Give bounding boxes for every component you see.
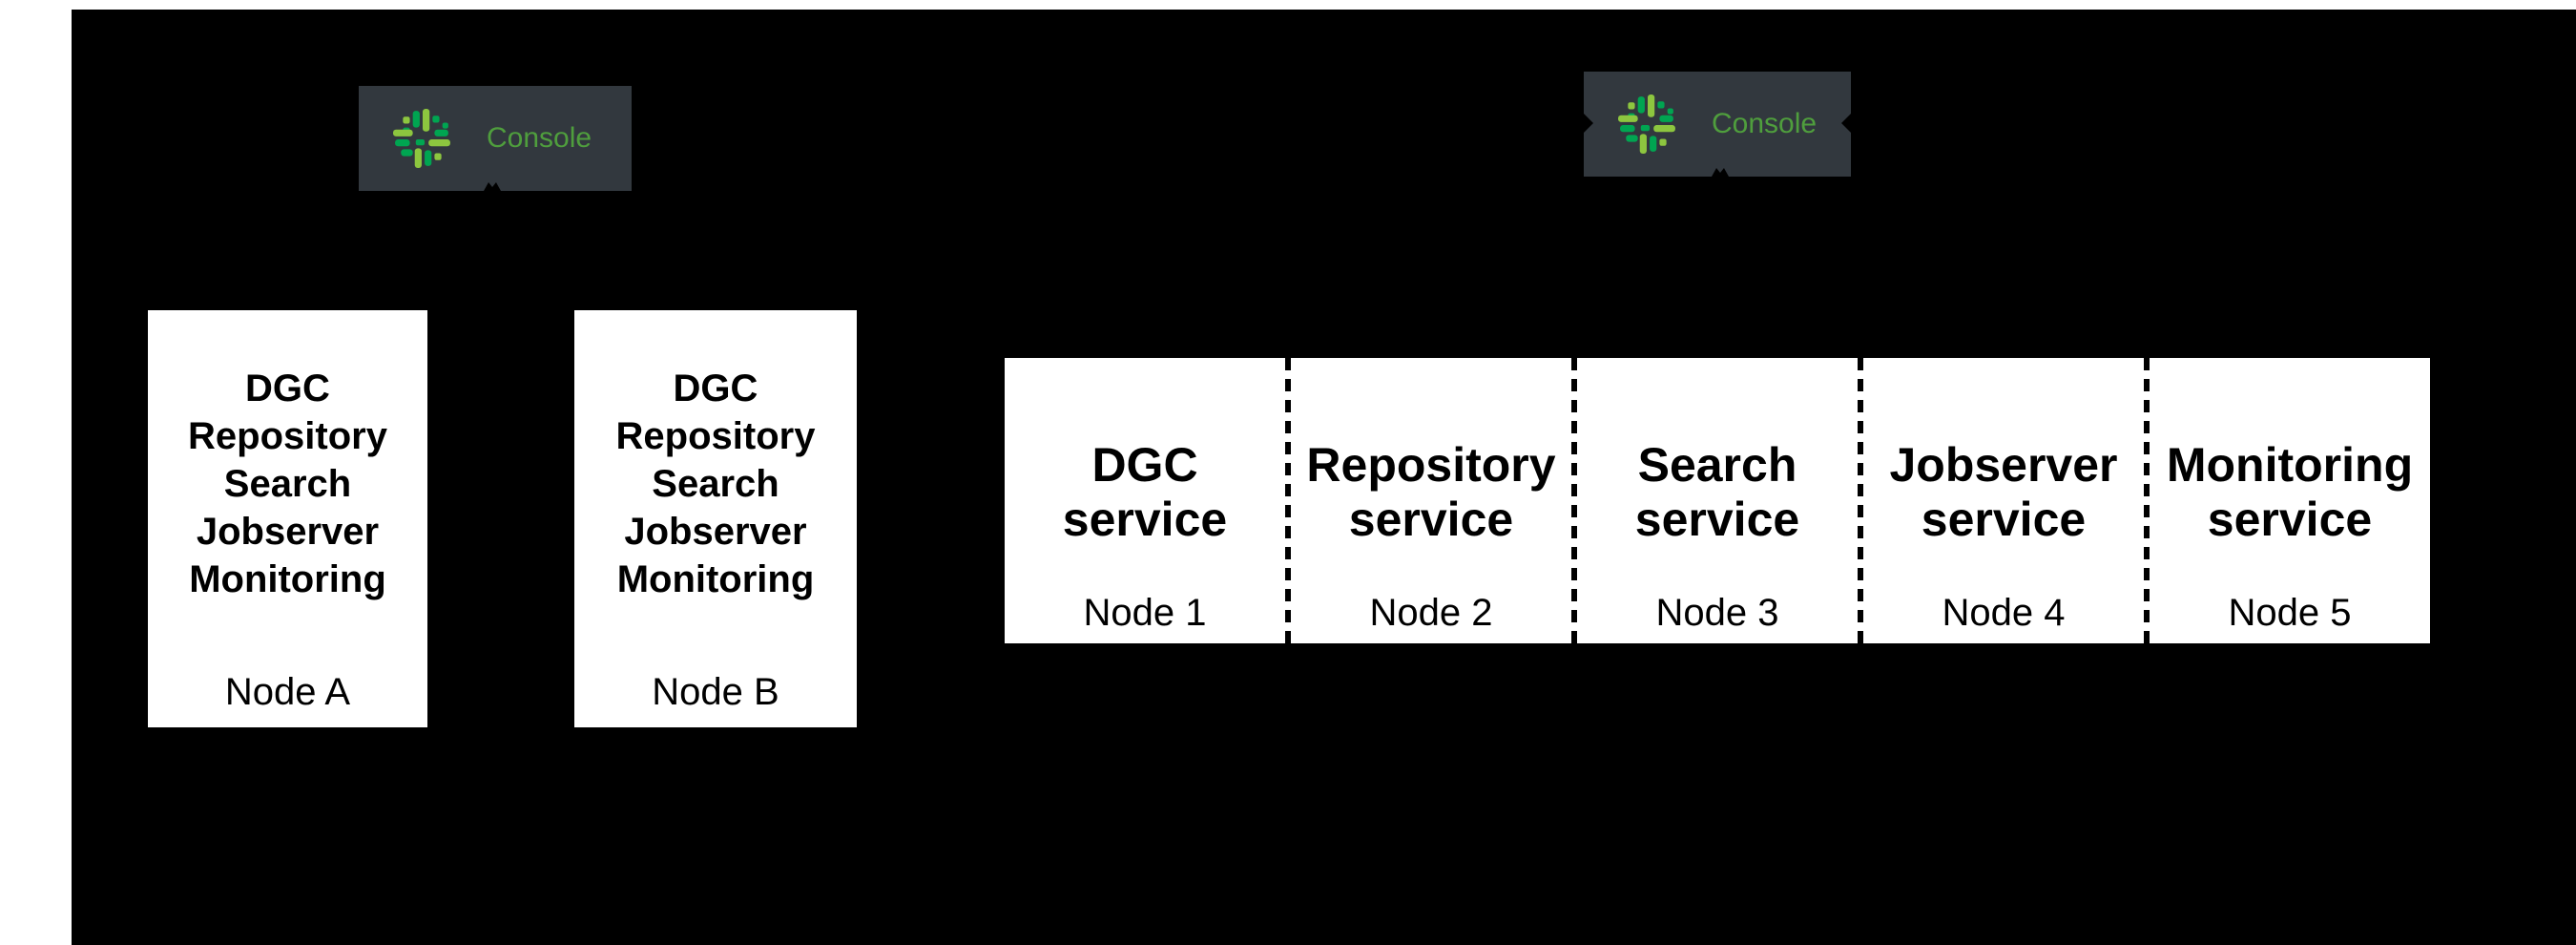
- service-name-bottom: service: [2207, 493, 2373, 546]
- service-cell-jobserver: Jobserver service Node 4: [1863, 358, 2144, 643]
- service-name: Search service: [1635, 438, 1799, 547]
- service-name-line: DGC: [673, 368, 758, 410]
- service-name-top: Jobserver: [1889, 438, 2118, 492]
- node-a-box: DGC Repository Search Jobserver Monitori…: [148, 310, 427, 727]
- node-label: Node 5: [2228, 592, 2352, 634]
- service-name-line: Search: [223, 463, 352, 505]
- node-label: Node 3: [1655, 592, 1779, 634]
- node-a-service-list: DGC Repository Search Jobserver Monitori…: [188, 365, 387, 603]
- console-label: Console: [487, 122, 592, 154]
- service-name-line: Jobserver: [624, 511, 807, 553]
- console-logo-icon: [393, 109, 450, 168]
- service-name-line: Jobserver: [196, 511, 380, 553]
- node-label: Node 2: [1369, 592, 1493, 634]
- arrowhead-notch-icon: [1584, 114, 1593, 133]
- node-b-service-list: DGC Repository Search Jobserver Monitori…: [616, 365, 816, 603]
- service-name: Repository service: [1306, 438, 1555, 547]
- node-b-box: DGC Repository Search Jobserver Monitori…: [574, 310, 857, 727]
- node-label: Node A: [224, 671, 351, 713]
- services-row: DGC service Node 1 Repository service No…: [1005, 358, 2430, 643]
- service-name-bottom: service: [1348, 493, 1514, 546]
- service-name-top: Repository: [1306, 438, 1556, 492]
- service-cell-repository: Repository service Node 2: [1291, 358, 1571, 643]
- service-name-bottom: service: [1921, 493, 2087, 546]
- node-label: Node 1: [1083, 592, 1207, 634]
- service-name-bottom: service: [1062, 493, 1228, 546]
- service-name-top: Search: [1637, 438, 1797, 492]
- service-name: DGC service: [1063, 438, 1227, 547]
- service-cell-dgc: DGC service Node 1: [1005, 358, 1285, 643]
- dashed-separator: [1571, 358, 1577, 643]
- console-logo-icon: [1618, 94, 1675, 154]
- dashed-separator: [2144, 358, 2150, 643]
- service-name-line: Monitoring: [616, 558, 815, 600]
- service-cell-search: Search service Node 3: [1577, 358, 1858, 643]
- service-name-bottom: service: [1634, 493, 1800, 546]
- diagram-canvas: Console Console: [72, 10, 2576, 945]
- service-name: Jobserver service: [1889, 438, 2117, 547]
- node-label: Node 4: [1942, 592, 2066, 634]
- arrowhead-notch-icon: [1712, 168, 1729, 177]
- console-badge-left: Console: [359, 86, 632, 191]
- dashed-separator: [1858, 358, 1863, 643]
- dashed-separator: [1285, 358, 1291, 643]
- console-badge-right: Console: [1584, 72, 1851, 177]
- node-label: Node B: [652, 671, 779, 713]
- service-name: Monitoring service: [2167, 438, 2413, 547]
- console-label: Console: [1712, 108, 1818, 139]
- service-name-line: DGC: [245, 368, 330, 410]
- service-name-line: Monitoring: [189, 558, 386, 600]
- arrowhead-notch-icon: [1841, 114, 1851, 133]
- service-name-top: Monitoring: [2166, 438, 2414, 492]
- service-name-line: Search: [652, 463, 779, 505]
- arrowhead-notch-icon: [484, 182, 501, 191]
- service-cell-monitoring: Monitoring service Node 5: [2150, 358, 2430, 643]
- service-name-line: Repository: [615, 415, 816, 457]
- service-name-line: Repository: [188, 415, 387, 457]
- service-name-top: DGC: [1091, 438, 1198, 492]
